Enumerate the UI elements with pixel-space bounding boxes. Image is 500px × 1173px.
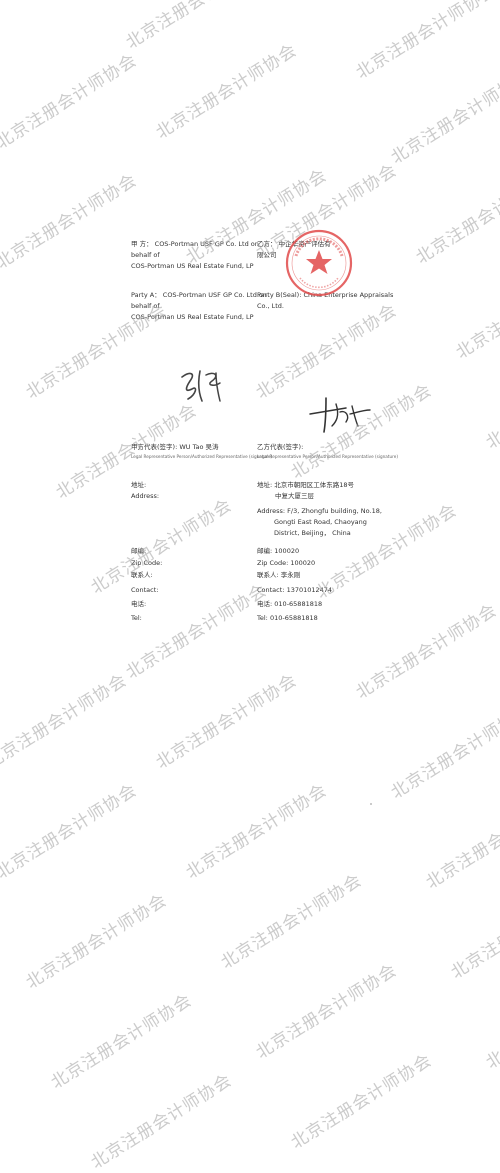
party-a-rep-line: 甲方代表(签字): WU Tao 吴涛 [131, 443, 219, 451]
watermark-text: 北京注册会计师协会 [0, 170, 141, 274]
party-b-contact-en: Contact: 13701012474 [257, 586, 332, 594]
party-b-zip-cn: 邮编: 100020 [257, 547, 299, 555]
party-b-address-label-cn: 地址: [257, 481, 273, 489]
party-a-address-label-en: Address: [131, 492, 160, 500]
watermark-text: 北京注册会计师协会 [482, 350, 500, 454]
party-b-address-value-en-line1: F/3, Zhongfu building, No.18, [287, 507, 382, 515]
party-b-contact-cn: 联系人: 李永刚 [257, 571, 300, 579]
party-a-en-line1: Party A： COS-Portman USF GP Co. Ltd on [131, 291, 267, 299]
party-b-cn-label: 乙方： [257, 240, 277, 248]
party-a-tel-label-en: Tel: [131, 614, 142, 622]
party-b-en-line1: Party B(Seal): China Enterprise Appraisa… [257, 291, 393, 299]
party-a-cn-name-line1: COS-Portman USF GP Co. Ltd on [154, 240, 259, 248]
party-a-cn-name-line2: behalf of [131, 251, 160, 259]
watermark-text: 北京注册会计师协会 [0, 50, 141, 154]
party-b-cn-name-line2: 限公司 [257, 251, 277, 259]
party-b-tel-cn: 电话: 010-65881818 [257, 600, 322, 608]
party-a-cn-name-line3: COS-Portman US Real Estate Fund, LP [131, 262, 254, 270]
party-a-contact-label-cn: 联系人: [131, 571, 153, 579]
watermark-text: 北京注册会计师协会 [352, 0, 500, 84]
party-b-tel-value-en: 010-65881818 [269, 614, 318, 622]
party-b-contact-label-en: Contact: [257, 586, 285, 594]
party-a-zip-label-en: Zip Code: [131, 559, 163, 567]
party-a-zip-label-cn: 邮编: [131, 547, 147, 555]
party-b-zip-label-en: Zip Code: [257, 559, 289, 567]
party-b-tel-value-cn: 010-65881818 [274, 600, 323, 608]
watermark-text: 北京注册会计师协会 [87, 495, 236, 599]
watermark-text: 北京注册会计师协会 [0, 670, 131, 774]
party-b-tel-label-en: Tel: [257, 614, 268, 622]
watermark-text: 北京注册会计师协会 [447, 880, 500, 984]
party-a-contact-label-en: Contact: [131, 586, 159, 594]
party-b-address-value-cn-line2: 中复大厦三层 [275, 492, 314, 500]
party-b-rep-label-cn: 乙方代表(签字): [257, 443, 304, 451]
party-b-contact-label-cn: 联系人: [257, 571, 279, 579]
party-b-en-name-line1: China Enterprise Appraisals [303, 291, 394, 299]
party-b-address-en-line1: Address: F/3, Zhongfu building, No.18, [257, 507, 382, 515]
watermark-text: 北京注册会计师协会 [152, 670, 301, 774]
party-a-rep-label-cn: 甲方代表(签字): [131, 443, 178, 451]
party-b-address-cn-line1: 地址: 北京市朝阳区工体东路18号 [257, 481, 354, 489]
watermark-text: 北京注册会计师协会 [217, 870, 366, 974]
watermark-text: 北京注册会计师协会 [452, 260, 500, 364]
watermark-text: 北京注册会计师协会 [87, 1070, 236, 1173]
party-b-tel-en: Tel: 010-65881818 [257, 614, 318, 622]
watermark-text: 北京注册会计师协会 [387, 65, 500, 169]
party-a-cn-label: 甲 方： [131, 240, 153, 248]
party-b-address-label-en: Address: [257, 507, 286, 515]
party-a-rep-label-en: Legal Representative Person/Authorized R… [131, 454, 272, 459]
watermark-text: 北京注册会计师协会 [387, 700, 500, 804]
watermark-text: 北京注册会计师协会 [47, 990, 196, 1094]
party-a-cn-line1: 甲 方： COS-Portman USF GP Co. Ltd on [131, 240, 259, 248]
party-b-zip-value-cn: 100020 [274, 547, 300, 555]
party-a-en-label: Party A： [131, 291, 161, 299]
party-b-rep-label-en: Legal Representative Person/Authorized R… [257, 454, 398, 459]
party-b-tel-label-cn: 电话: [257, 600, 273, 608]
party-b-zip-value-en: 100020 [290, 559, 316, 567]
party-b-zip-label-cn: 邮编: [257, 547, 273, 555]
party-a-address-label-cn: 地址: [131, 481, 147, 489]
watermark-text: 北京注册会计师协会 [482, 970, 500, 1074]
watermark-text: 北京注册会计师协会 [152, 40, 301, 144]
watermark-text: 北京注册会计师协会 [422, 790, 500, 894]
watermark-text: 北京注册会计师协会 [0, 780, 141, 884]
watermark-text: 北京注册会计师协会 [22, 300, 171, 404]
party-b-contact-value-cn: 李永刚 [280, 571, 301, 579]
watermark-text: 北京注册会计师协会 [412, 165, 500, 269]
watermark-text: 北京注册会计师协会 [252, 960, 401, 1064]
watermark-text: 北京注册会计师协会 [252, 300, 401, 404]
watermark-text: 北京注册会计师协会 [287, 1050, 436, 1154]
party-a-rep-name: WU Tao 吴涛 [179, 443, 219, 451]
party-b-en-name-line2: Co., Ltd. [257, 302, 284, 310]
party-b-address-value-en-line2: Gongti East Road, Chaoyang [274, 518, 367, 526]
party-a-en-name-line3: COS-Portman US Real Estate Fund, LP [131, 313, 254, 321]
party-a-tel-label-cn: 电话: [131, 600, 147, 608]
party-a-en-name-line2: behalf of [131, 302, 160, 310]
party-b-zip-en: Zip Code: 100020 [257, 559, 315, 567]
watermark-text: 北京注册会计师协会 [182, 780, 331, 884]
party-a-en-name-line1: COS-Portman USF GP Co. Ltd on [162, 291, 267, 299]
watermark-text: 北京注册会计师协会 [122, 0, 271, 54]
watermark-text: 北京注册会计师协会 [22, 890, 171, 994]
party-b-address-value-en-line3: District, Beijing， China [274, 529, 351, 537]
party-b-contact-value-en: 13701012474 [286, 586, 333, 594]
party-b-en-label: Party B(Seal): [257, 291, 302, 299]
company-seal-icon [285, 229, 353, 297]
signature-b-icon [309, 397, 371, 433]
watermark-text: 北京注册会计师协会 [352, 600, 500, 704]
party-b-address-value-cn-line1: 北京市朝阳区工体东路18号 [274, 481, 355, 489]
signature-a-icon [181, 370, 221, 402]
stray-mark [370, 803, 372, 805]
